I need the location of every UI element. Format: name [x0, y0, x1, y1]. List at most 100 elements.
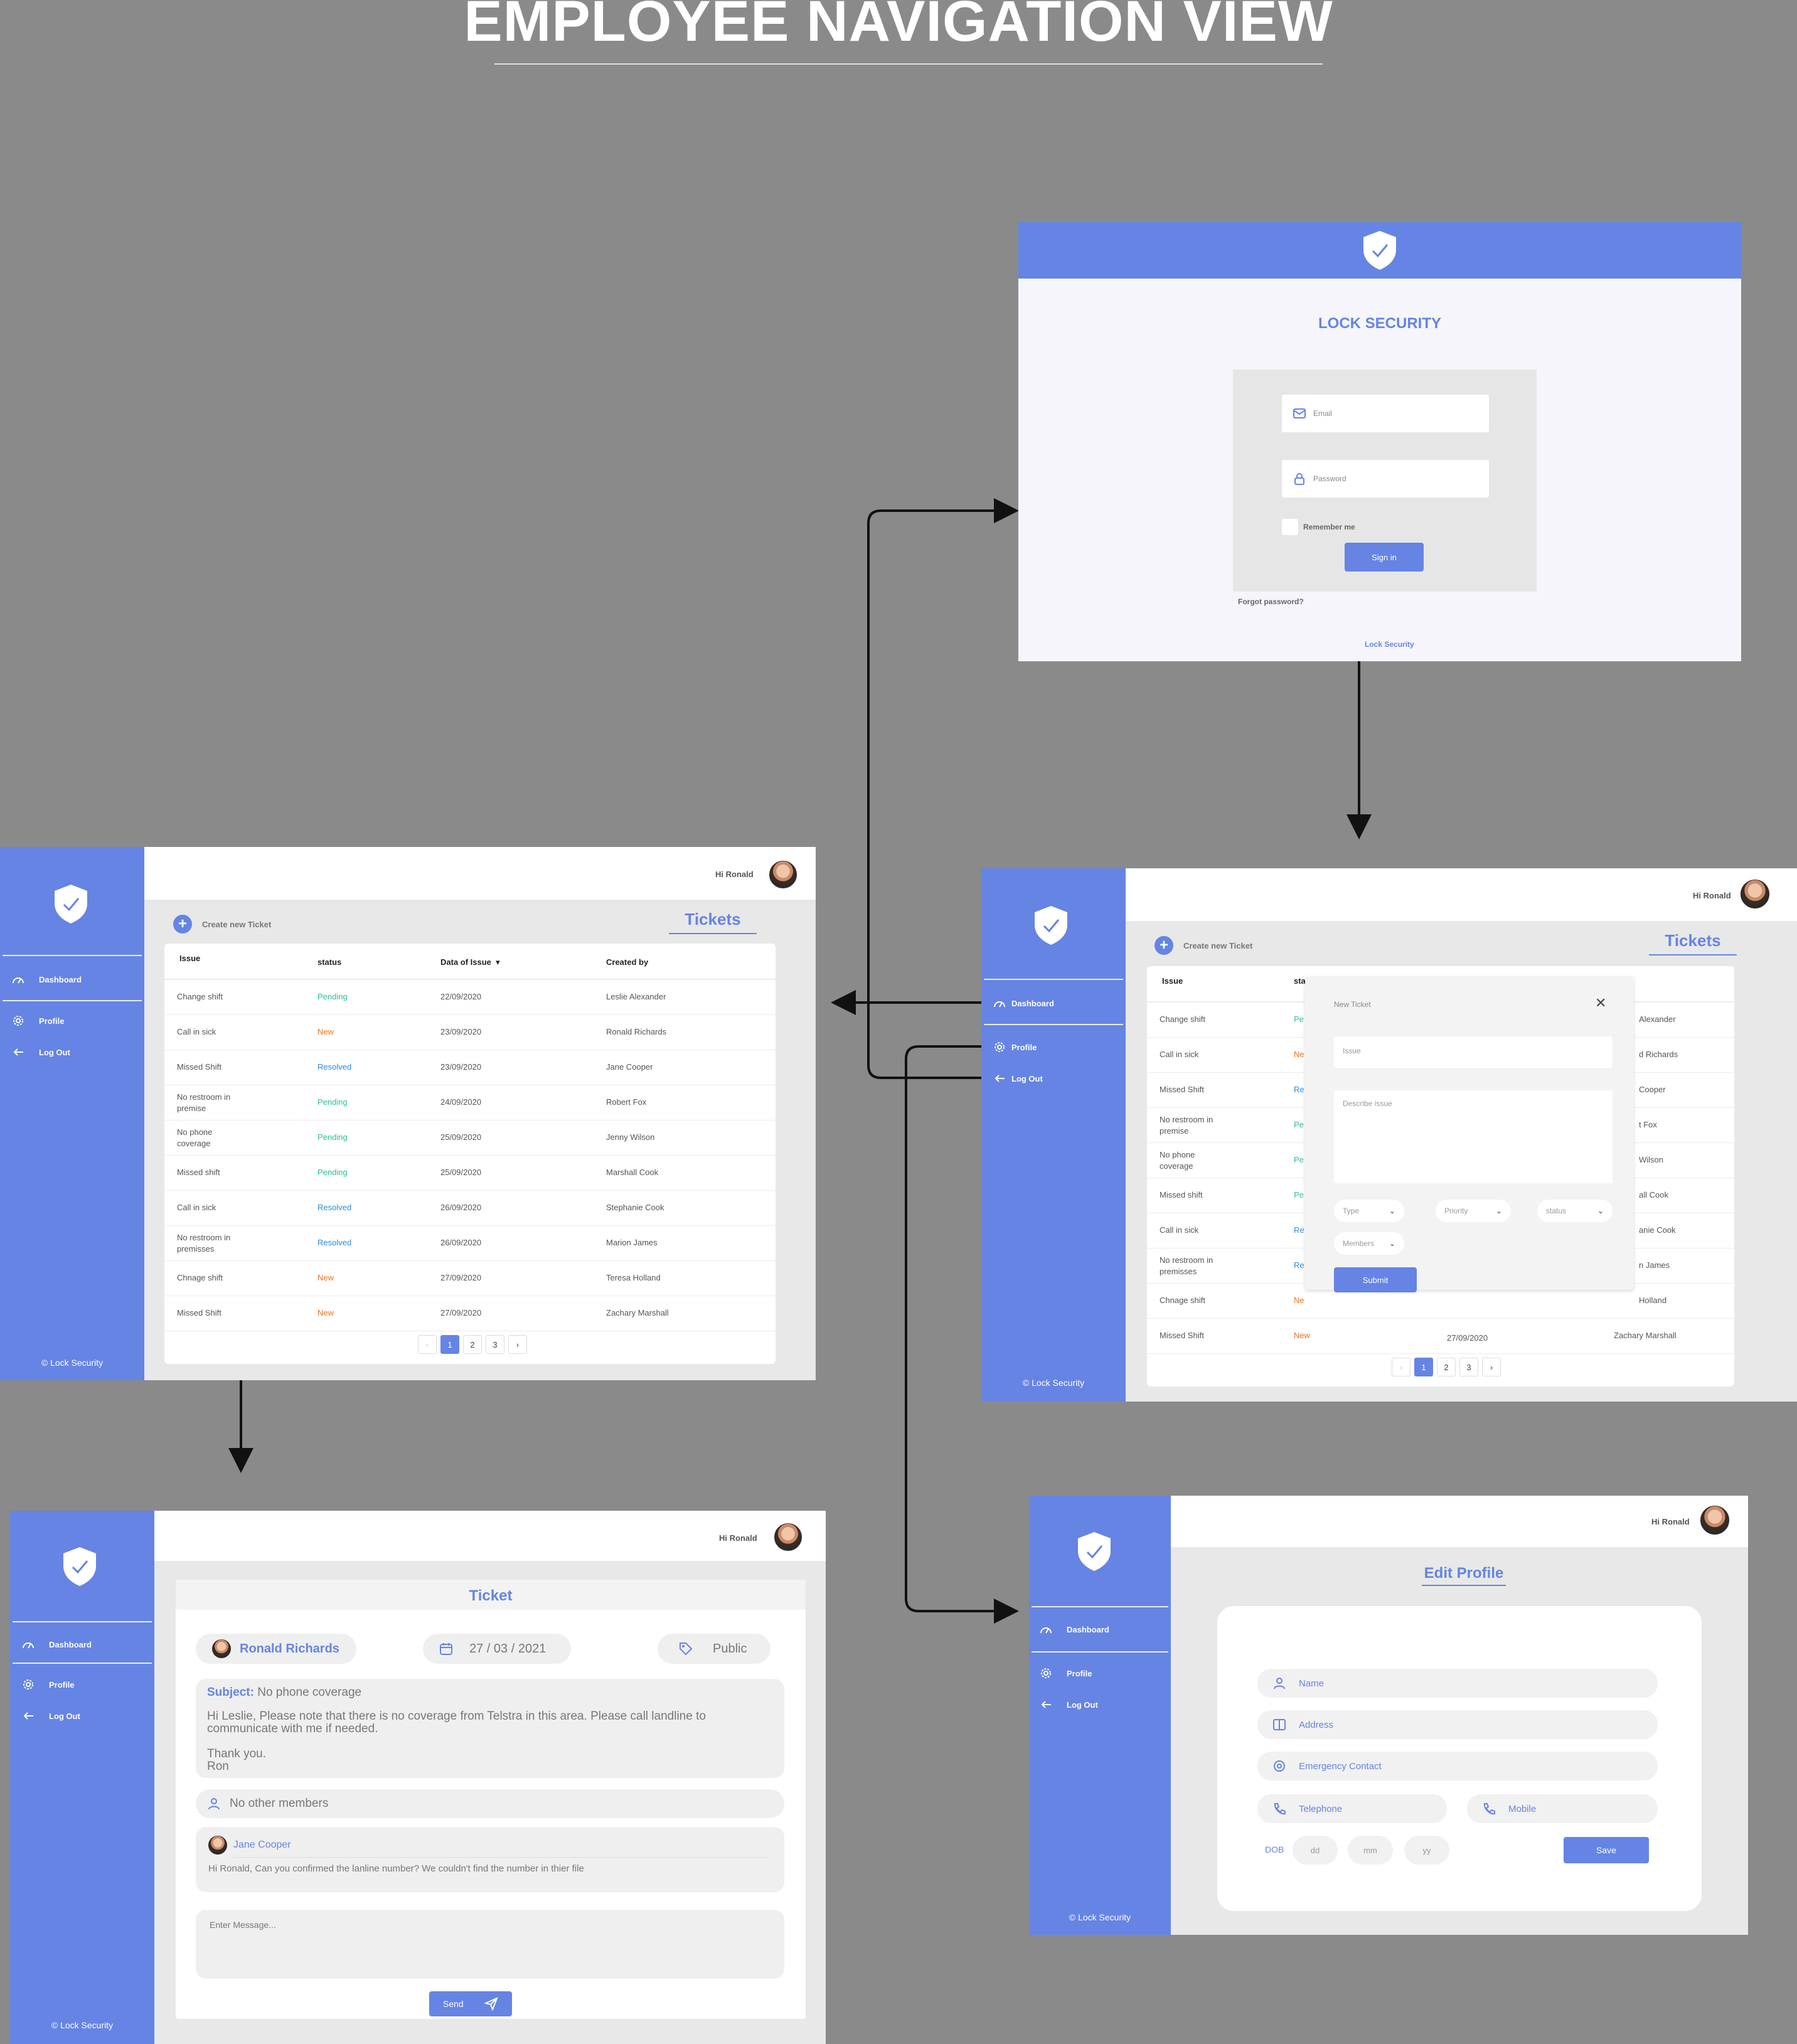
emergency-contact-label: Emergency Contact	[1299, 1760, 1382, 1772]
sidebar-item-profile[interactable]: Profile	[1039, 1666, 1092, 1680]
page-next-button[interactable]: ›	[1482, 1358, 1501, 1376]
forgot-password-link[interactable]: Forgot password?	[1238, 597, 1304, 606]
sidebar-item-profile[interactable]: Profile	[11, 1014, 64, 1028]
address-field[interactable]: Address	[1257, 1710, 1658, 1739]
name-field[interactable]: Name	[1257, 1669, 1658, 1698]
type-select[interactable]: Type ⌄	[1334, 1200, 1404, 1222]
cell-issue: Change shift	[1160, 1014, 1205, 1024]
footer-link[interactable]: Lock Security	[1365, 640, 1414, 649]
sidebar-item-profile[interactable]: Profile	[993, 1040, 1037, 1054]
chevron-down-icon: ⌄	[1597, 1206, 1604, 1215]
cell-created-by: Holland	[1639, 1296, 1667, 1305]
page-prev-button[interactable]: ‹	[418, 1335, 437, 1354]
signin-button[interactable]: Sign in	[1345, 543, 1424, 572]
reply-text: Hi Ronald, Can you confirmed the lanline…	[208, 1863, 584, 1874]
page-1-button[interactable]: 1	[1414, 1358, 1433, 1376]
password-field[interactable]: Password	[1282, 460, 1489, 498]
message-input[interactable]: Enter Message...	[196, 1910, 784, 1979]
avatar[interactable]	[773, 1522, 803, 1552]
avatar[interactable]	[1699, 1504, 1730, 1536]
cell-status: New	[317, 1273, 334, 1282]
avatar[interactable]	[1739, 878, 1771, 910]
priority-select[interactable]: Priority ⌄	[1436, 1200, 1511, 1222]
submit-button[interactable]: Submit	[1334, 1267, 1417, 1292]
sidebar-item-dashboard[interactable]: Dashboard	[21, 1637, 92, 1651]
sidebar-item-dashboard[interactable]: Dashboard	[11, 972, 82, 986]
create-ticket-label: Create new Ticket	[202, 919, 272, 929]
page-prev-button[interactable]: ‹	[1392, 1358, 1410, 1376]
dob-day-input[interactable]: dd	[1293, 1836, 1338, 1865]
save-button[interactable]: Save	[1564, 1837, 1649, 1863]
dob-label: DOB	[1265, 1844, 1284, 1855]
cell-date: 27/09/2020	[440, 1308, 482, 1317]
describe-issue-textarea[interactable]: Describe issue	[1334, 1090, 1613, 1183]
sidebar-item-logout[interactable]: Log Out	[11, 1045, 70, 1059]
send-button[interactable]: Send	[429, 1991, 512, 2016]
copyright: © Lock Security	[51, 2020, 114, 2030]
issue-input[interactable]: Issue	[1334, 1036, 1613, 1068]
sidebar-item-logout[interactable]: Log Out	[993, 1072, 1043, 1085]
address-label: Address	[1299, 1719, 1334, 1730]
remember-checkbox[interactable]	[1282, 519, 1298, 535]
cell-status: New	[317, 1027, 334, 1036]
create-ticket-button[interactable]: + Create new Ticket	[173, 915, 271, 934]
sidebar-item-logout[interactable]: Log Out	[21, 1709, 80, 1723]
telephone-field[interactable]: Telephone	[1257, 1794, 1447, 1823]
status-select[interactable]: status ⌄	[1537, 1200, 1613, 1222]
page-2-button[interactable]: 2	[463, 1335, 482, 1354]
cell-issue: Call in sick	[177, 1027, 216, 1036]
sidebar-item-profile[interactable]: Profile	[21, 1678, 74, 1691]
subject: No phone coverage	[257, 1686, 362, 1699]
cell-created-by: d Richards	[1639, 1050, 1678, 1059]
shield-logo-icon	[55, 885, 87, 924]
mobile-field[interactable]: Mobile	[1467, 1794, 1658, 1823]
members-select[interactable]: Members ⌄	[1334, 1232, 1404, 1255]
page-3-button[interactable]: 3	[1459, 1358, 1478, 1376]
email-field[interactable]: Email	[1282, 395, 1489, 432]
ticket-message: Subject: No phone coverage Hi Leslie, Pl…	[196, 1679, 784, 1778]
logout-icon	[21, 1709, 35, 1723]
cell-issue: Missed Shift	[177, 1308, 221, 1317]
calendar-icon	[440, 1643, 452, 1655]
sidebar-item-logout[interactable]: Log Out	[1039, 1698, 1098, 1711]
page-3-button[interactable]: 3	[486, 1335, 504, 1354]
dob-year-input[interactable]: yy	[1404, 1836, 1449, 1865]
gauge-icon	[1039, 1622, 1053, 1636]
sidebar-item-dashboard[interactable]: Dashboard	[1039, 1622, 1109, 1636]
emergency-contact-field[interactable]: Emergency Contact	[1257, 1752, 1658, 1781]
page-2-button[interactable]: 2	[1437, 1358, 1456, 1376]
gear-icon	[11, 1014, 25, 1028]
dob-month-input[interactable]: mm	[1348, 1836, 1393, 1865]
reply-author: Jane Cooper	[233, 1839, 291, 1850]
cell-date: 23/09/2020	[440, 1062, 482, 1072]
avatar[interactable]	[768, 860, 798, 890]
close-icon[interactable]: ✕	[1595, 995, 1607, 1011]
ticket-card: Ticket Ronald Richards 27 / 03 / 2021 Pu…	[176, 1580, 806, 2019]
send-label: Send	[443, 1999, 464, 2009]
gauge-icon	[11, 972, 25, 986]
page-next-button[interactable]: ›	[508, 1335, 527, 1354]
create-ticket-button[interactable]: + Create new Ticket	[1154, 936, 1252, 955]
page-1-button[interactable]: 1	[440, 1335, 459, 1354]
cell-status: Re	[1294, 1225, 1304, 1235]
sidebar: Dashboard Profile Log Out © Lock Securit…	[10, 1511, 154, 2044]
sidebar-item-dashboard[interactable]: Dashboard	[993, 996, 1054, 1010]
edit-profile-screen: Dashboard Profile Log Out © Lock Securit…	[1029, 1496, 1748, 1935]
column-header-issue: Issue	[1162, 976, 1183, 986]
cell-date: 27/09/2020	[1447, 1333, 1488, 1343]
column-header-date[interactable]: Data of Issue ▾	[440, 957, 500, 967]
cell-created-by: Jenny Wilson	[606, 1132, 655, 1142]
